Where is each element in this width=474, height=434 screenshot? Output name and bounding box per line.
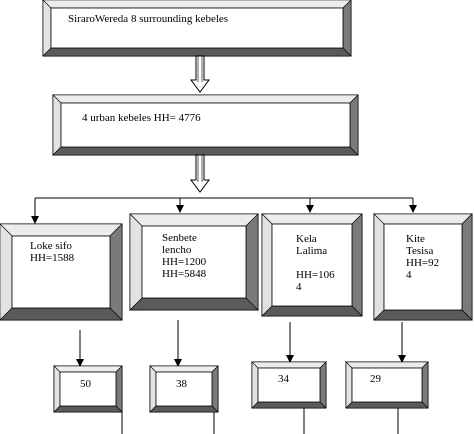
- kebele-2-label: Senbete lencho HH=1200 HH=5848: [162, 232, 207, 280]
- double-arrow-2: [190, 154, 210, 193]
- top-box-label: SiraroWereda 8 surrounding kebeles: [68, 13, 229, 25]
- urban-box: [52, 94, 359, 156]
- sample-box-3: [251, 361, 327, 409]
- sample-box-2: [149, 365, 219, 413]
- kebele-box-1: [0, 223, 123, 321]
- sample-box-1: [53, 365, 123, 413]
- urban-box-label: 4 urban kebeles HH= 4776: [82, 112, 201, 124]
- sample-1-value: 50: [80, 378, 91, 390]
- sample-box-4: [345, 361, 429, 409]
- kebele-box-2: [129, 213, 259, 311]
- double-arrow-1: [190, 55, 210, 93]
- kebele-3-label: Kela Lalima HH=106 4: [296, 233, 335, 293]
- kebele-box-4: [373, 213, 473, 321]
- sample-3-value: 34: [278, 373, 289, 385]
- kebele-4-label: Kite Tesisa HH=92 4: [406, 233, 440, 281]
- kebele-1-label: Loke sifo HH=1588: [30, 240, 75, 264]
- sample-4-value: 29: [370, 373, 381, 385]
- top-box: [42, 0, 352, 57]
- kebele-box-3: [261, 213, 363, 317]
- sample-2-value: 38: [176, 378, 187, 390]
